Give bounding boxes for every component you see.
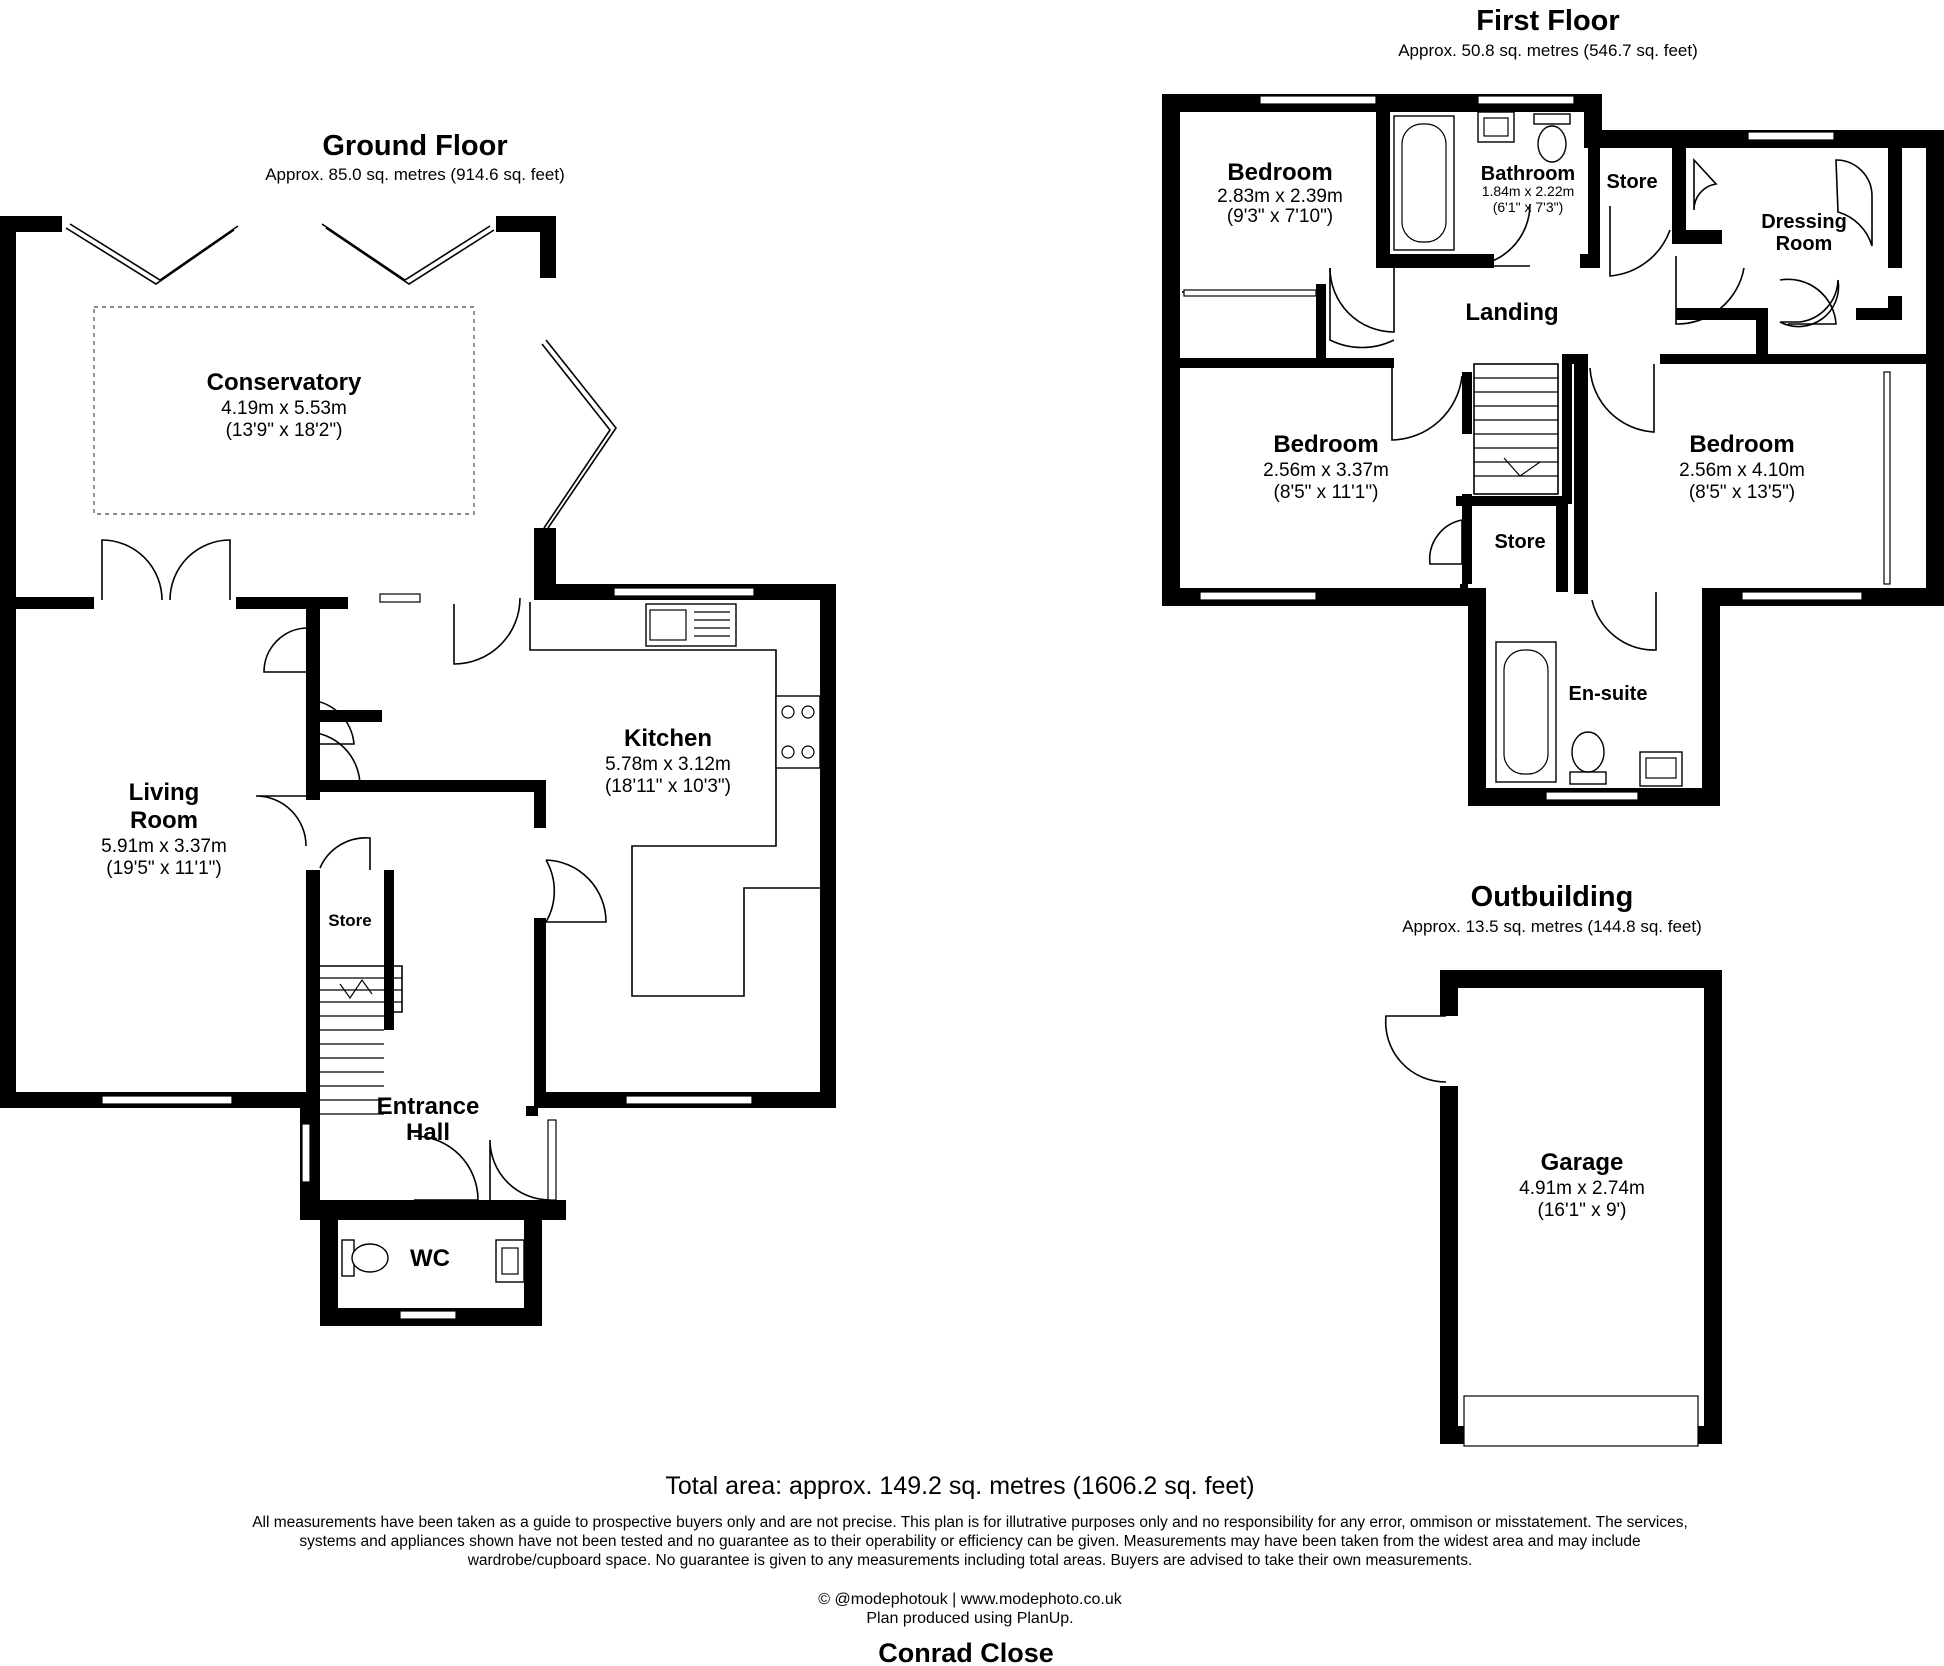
- staircase-icon: [320, 965, 403, 1115]
- basin-icon: [1639, 751, 1683, 787]
- first-floor-title: First Floor: [1476, 5, 1619, 37]
- wc-label: WC: [410, 1245, 450, 1272]
- bedroom-1-label: Bedroom 2.83m x 2.39m (9'3" x 7'10"): [1217, 159, 1343, 227]
- kitchen-label: Kitchen 5.78m x 3.12m (18'11" x 10'3"): [605, 725, 731, 797]
- address-title: Conrad Close: [878, 1638, 1054, 1666]
- bedroom-1-imperial: (9'3" x 7'10"): [1227, 206, 1333, 227]
- conservatory-outline: [93, 306, 475, 515]
- basin-icon: [1477, 111, 1515, 143]
- bathroom-name: Bathroom: [1481, 163, 1575, 185]
- toilet-icon: [1569, 731, 1607, 785]
- store-label: Store: [328, 911, 371, 930]
- disclaimer-line-2: systems and appliances shown have not be…: [299, 1533, 1640, 1550]
- living-room-imperial: (19'5" x 11'1"): [106, 858, 221, 879]
- bedroom-1-metric: 2.83m x 2.39m: [1217, 186, 1343, 207]
- credit-line: © @modephotouk | www.modephoto.co.uk: [818, 1591, 1122, 1608]
- kitchen-worktop: [529, 602, 820, 997]
- first-floor-plan: First Floor Approx. 50.8 sq. metres (546…: [1162, 5, 1944, 806]
- entrance-hall-label: Entrance Hall: [377, 1093, 480, 1146]
- bifold-side-door-icon: [541, 339, 617, 529]
- bedroom-3-name: Bedroom: [1689, 431, 1794, 458]
- bedroom-1-name: Bedroom: [1227, 159, 1332, 186]
- garage-metric: 4.91m x 2.74m: [1519, 1178, 1645, 1199]
- outbuilding-plan: Outbuilding Approx. 13.5 sq. metres (144…: [1384, 881, 1722, 1447]
- conservatory-metric: 4.19m x 5.53m: [221, 398, 347, 419]
- door-swing-icon: [1384, 1015, 1447, 1083]
- living-room-metric: 5.91m x 3.37m: [101, 836, 227, 857]
- outbuilding-area: Approx. 13.5 sq. metres (144.8 sq. feet): [1402, 917, 1702, 936]
- bathroom-imperial: (6'1" x 7'3"): [1493, 199, 1564, 215]
- garage-walls: [1440, 970, 1722, 1444]
- landing-label: Landing: [1465, 299, 1558, 326]
- disclaimer-line-3: wardrobe/cupboard space. No guarantee is…: [467, 1552, 1473, 1569]
- ensuite-label: En-suite: [1569, 683, 1648, 705]
- bedroom-3-label: Bedroom 2.56m x 4.10m (8'5" x 13'5"): [1679, 431, 1805, 503]
- bifold-door-icon: [65, 223, 495, 285]
- door-swing-icon: [1329, 157, 1873, 651]
- footer: Total area: approx. 149.2 sq. metres (16…: [252, 1472, 1688, 1666]
- living-room-label: Living Room 5.91m x 3.37m (19'5" x 11'1"…: [101, 779, 227, 879]
- store-top-label: Store: [1606, 171, 1657, 193]
- sink-icon: [645, 603, 737, 647]
- kitchen-imperial: (18'11" x 10'3"): [605, 776, 731, 797]
- produced-line: Plan produced using PlanUp.: [866, 1610, 1073, 1627]
- conservatory-imperial: (13'9" x 18'2"): [226, 420, 343, 441]
- ground-floor-plan: Ground Floor Approx. 85.0 sq. metres (91…: [0, 130, 836, 1326]
- dressing-room-name-1: Dressing: [1761, 211, 1847, 233]
- french-doors-icon: [101, 539, 231, 601]
- total-area: Total area: approx. 149.2 sq. metres (16…: [665, 1472, 1254, 1500]
- ground-floor-title: Ground Floor: [322, 130, 507, 162]
- living-room-name-2: Room: [130, 807, 198, 834]
- bedroom-2-name: Bedroom: [1273, 431, 1378, 458]
- bathroom-metric: 1.84m x 2.22m: [1482, 183, 1575, 199]
- garage-imperial: (16'1" x 9'): [1538, 1200, 1627, 1221]
- staircase-icon: [1473, 363, 1559, 495]
- garage-door-icon: [1463, 1395, 1699, 1447]
- conservatory-label: Conservatory 4.19m x 5.53m (13'9" x 18'2…: [207, 369, 362, 441]
- bath-icon: [1393, 115, 1455, 251]
- outbuilding-title: Outbuilding: [1471, 881, 1634, 913]
- door-swing-icon: [255, 597, 607, 1201]
- first-floor-area: Approx. 50.8 sq. metres (546.7 sq. feet): [1398, 41, 1698, 60]
- dressing-room-name-2: Room: [1776, 233, 1833, 255]
- bathroom-label: Bathroom 1.84m x 2.22m (6'1" x 7'3"): [1481, 163, 1575, 215]
- bedroom-3-metric: 2.56m x 4.10m: [1679, 460, 1805, 481]
- garage-name: Garage: [1541, 1149, 1624, 1176]
- bedroom-2-label: Bedroom 2.56m x 3.37m (8'5" x 11'1"): [1263, 431, 1389, 503]
- kitchen-metric: 5.78m x 3.12m: [605, 754, 731, 775]
- bedroom-2-imperial: (8'5" x 11'1"): [1274, 482, 1379, 503]
- basin-icon: [495, 1239, 525, 1283]
- window-icon: [101, 587, 755, 1320]
- toilet-icon: [341, 1239, 389, 1277]
- wardrobe: [1883, 371, 1891, 585]
- dressing-room-label: Dressing Room: [1761, 211, 1847, 255]
- bedroom-2-metric: 2.56m x 3.37m: [1263, 460, 1389, 481]
- disclaimer-line-1: All measurements have been taken as a gu…: [252, 1514, 1688, 1531]
- hob-icon: [775, 695, 821, 769]
- living-room-name-1: Living: [129, 779, 200, 806]
- window-icon: [1199, 95, 1863, 801]
- garage-label: Garage 4.91m x 2.74m (16'1" x 9'): [1519, 1149, 1645, 1221]
- conservatory-name: Conservatory: [207, 369, 362, 396]
- ground-floor-area: Approx. 85.0 sq. metres (914.6 sq. feet): [265, 165, 565, 184]
- entrance-hall-name-2: Hall: [406, 1119, 450, 1146]
- entrance-hall-name-1: Entrance: [377, 1093, 480, 1120]
- bath-icon: [1495, 641, 1557, 783]
- toilet-icon: [1533, 113, 1571, 163]
- store-mid-label: Store: [1494, 531, 1545, 553]
- wardrobe: [1182, 289, 1320, 297]
- kitchen-name: Kitchen: [624, 725, 712, 752]
- bedroom-3-imperial: (8'5" x 13'5"): [1689, 482, 1795, 503]
